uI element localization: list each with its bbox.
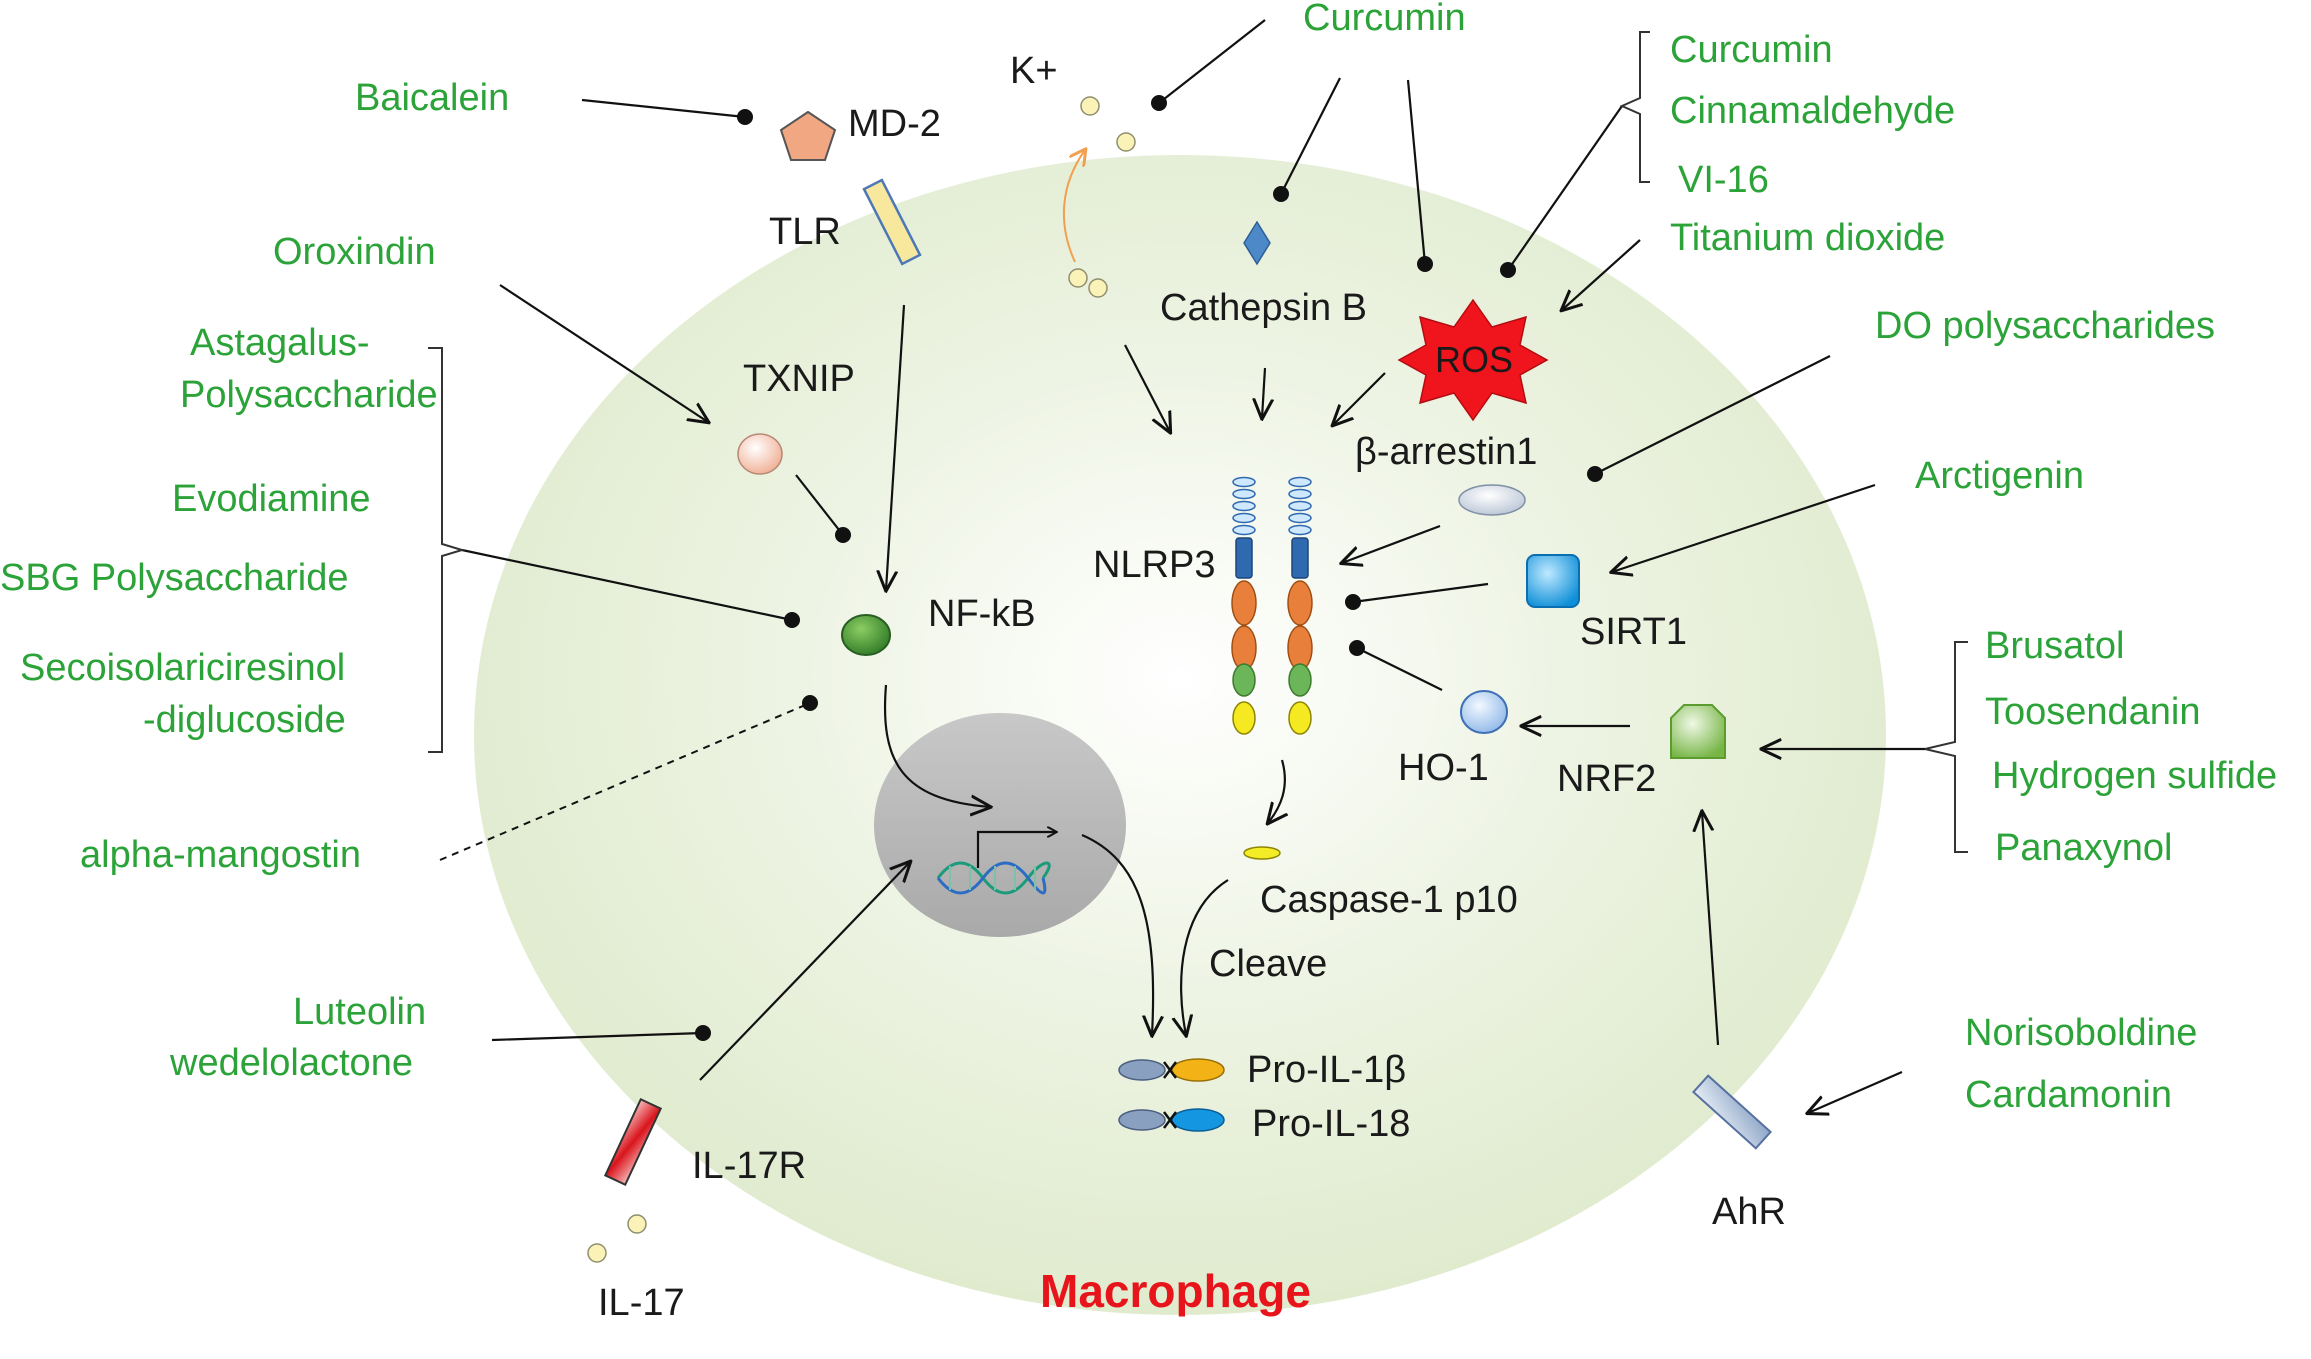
drug-arctigenin: Arctigenin [1915,455,2084,497]
ho1-shape [1460,690,1508,734]
ros-label: ROS [1435,339,1513,380]
tlr-receptor [862,178,922,266]
cleave-label: Cleave [1209,943,1327,985]
nlrp3-label: NLRP3 [1093,544,1216,586]
drug-curcumin: Curcumin [1670,29,1833,71]
drug-do-polysaccharides: DO polysaccharides [1875,305,2215,347]
drug-panaxynol: Panaxynol [1995,827,2172,869]
caspase-label: Caspase-1 p10 [1260,879,1518,921]
nfkb-shape [841,614,891,656]
drug-baicalein: Baicalein [355,77,509,119]
brace-left [428,347,466,753]
drug-evodiamine: Evodiamine [172,478,371,520]
drug-secoisolariciresinol-line2: -diglucoside [143,699,346,741]
nlrp3-chain-left [1231,476,1257,735]
txnip-shape [737,433,783,475]
il17r-label: IL-17R [692,1145,806,1187]
il17-label: IL-17 [598,1282,685,1324]
il17r-receptor [603,1097,663,1187]
ros-star [1397,298,1549,422]
drug-vi16: VI-16 [1678,159,1769,201]
pro-il18-label: Pro-IL-18 [1252,1103,1410,1145]
pro-il1b-shape [1118,1058,1225,1082]
drug-alpha-mangostin: alpha-mangostin [80,834,361,876]
drug-secoisolariciresinol-line1: Secoisolariciresinol [20,647,345,689]
nlrp3-chain-right [1287,476,1313,735]
txnip-label: TXNIP [743,358,855,400]
ahr-label: AhR [1712,1191,1786,1233]
nucleus [874,713,1126,937]
nrf2-shape [1670,704,1726,759]
dna-icon [936,861,1051,895]
drug-toosendanin: Toosendanin [1985,691,2201,733]
brace-right [1924,641,1968,853]
sirt1-label: SIRT1 [1580,611,1687,653]
caspase-p10-shape [1243,846,1281,860]
tlr-label: TLR [769,211,841,253]
drug-wedelolactone: wedelolactone [169,1042,413,1084]
ahr-receptor [1692,1074,1772,1150]
nfkb-label: NF-kB [928,593,1036,635]
drug-sbg-polysaccharide: SBG Polysaccharide [0,557,349,599]
md2-label: MD-2 [848,103,941,145]
nrf2-label: NRF2 [1557,758,1656,800]
cell-label: Macrophage [1040,1265,1311,1317]
ho1-label: HO-1 [1398,747,1489,789]
drug-titanium-dioxide: Titanium dioxide [1670,217,1945,259]
k-label: K+ [1010,50,1058,92]
drug-curcumin-top: Curcumin [1303,0,1466,39]
drug-hydrogen-sulfide: Hydrogen sulfide [1992,755,2277,797]
drug-cinnamaldehyde: Cinnamaldehyde [1670,90,1955,132]
md2-pentagon [779,110,837,161]
cathepsin-b-diamond [1243,220,1271,266]
pro-il18-shape [1118,1108,1225,1132]
k-ions [1068,96,1136,298]
drug-astragalus-line1: Astagalus- [190,322,370,364]
connector-lines [439,19,1925,1113]
drug-brusatol: Brusatol [1985,625,2124,667]
brace-top-right [1619,31,1650,183]
drug-luteolin: Luteolin [293,991,426,1033]
macrophage-cell [474,155,1886,1315]
barrestin-shape [1458,484,1526,516]
sirt1-shape [1526,554,1580,608]
barrestin-label: β-arrestin1 [1355,431,1537,473]
nlrp3-complex [1231,476,1313,735]
il17-ligands [587,1214,647,1263]
pro-il1b-label: Pro-IL-1β [1247,1049,1406,1091]
drug-cardamonin: Cardamonin [1965,1074,2172,1116]
cathepsin-b-label: Cathepsin B [1160,287,1367,329]
drug-astragalus-line2: Polysaccharide [180,374,438,416]
transcription-arrow [976,832,1056,868]
drug-oroxindin: Oroxindin [273,231,436,273]
k-efflux-arrow [1062,150,1085,263]
drug-norisoboldine: Norisoboldine [1965,1012,2197,1054]
